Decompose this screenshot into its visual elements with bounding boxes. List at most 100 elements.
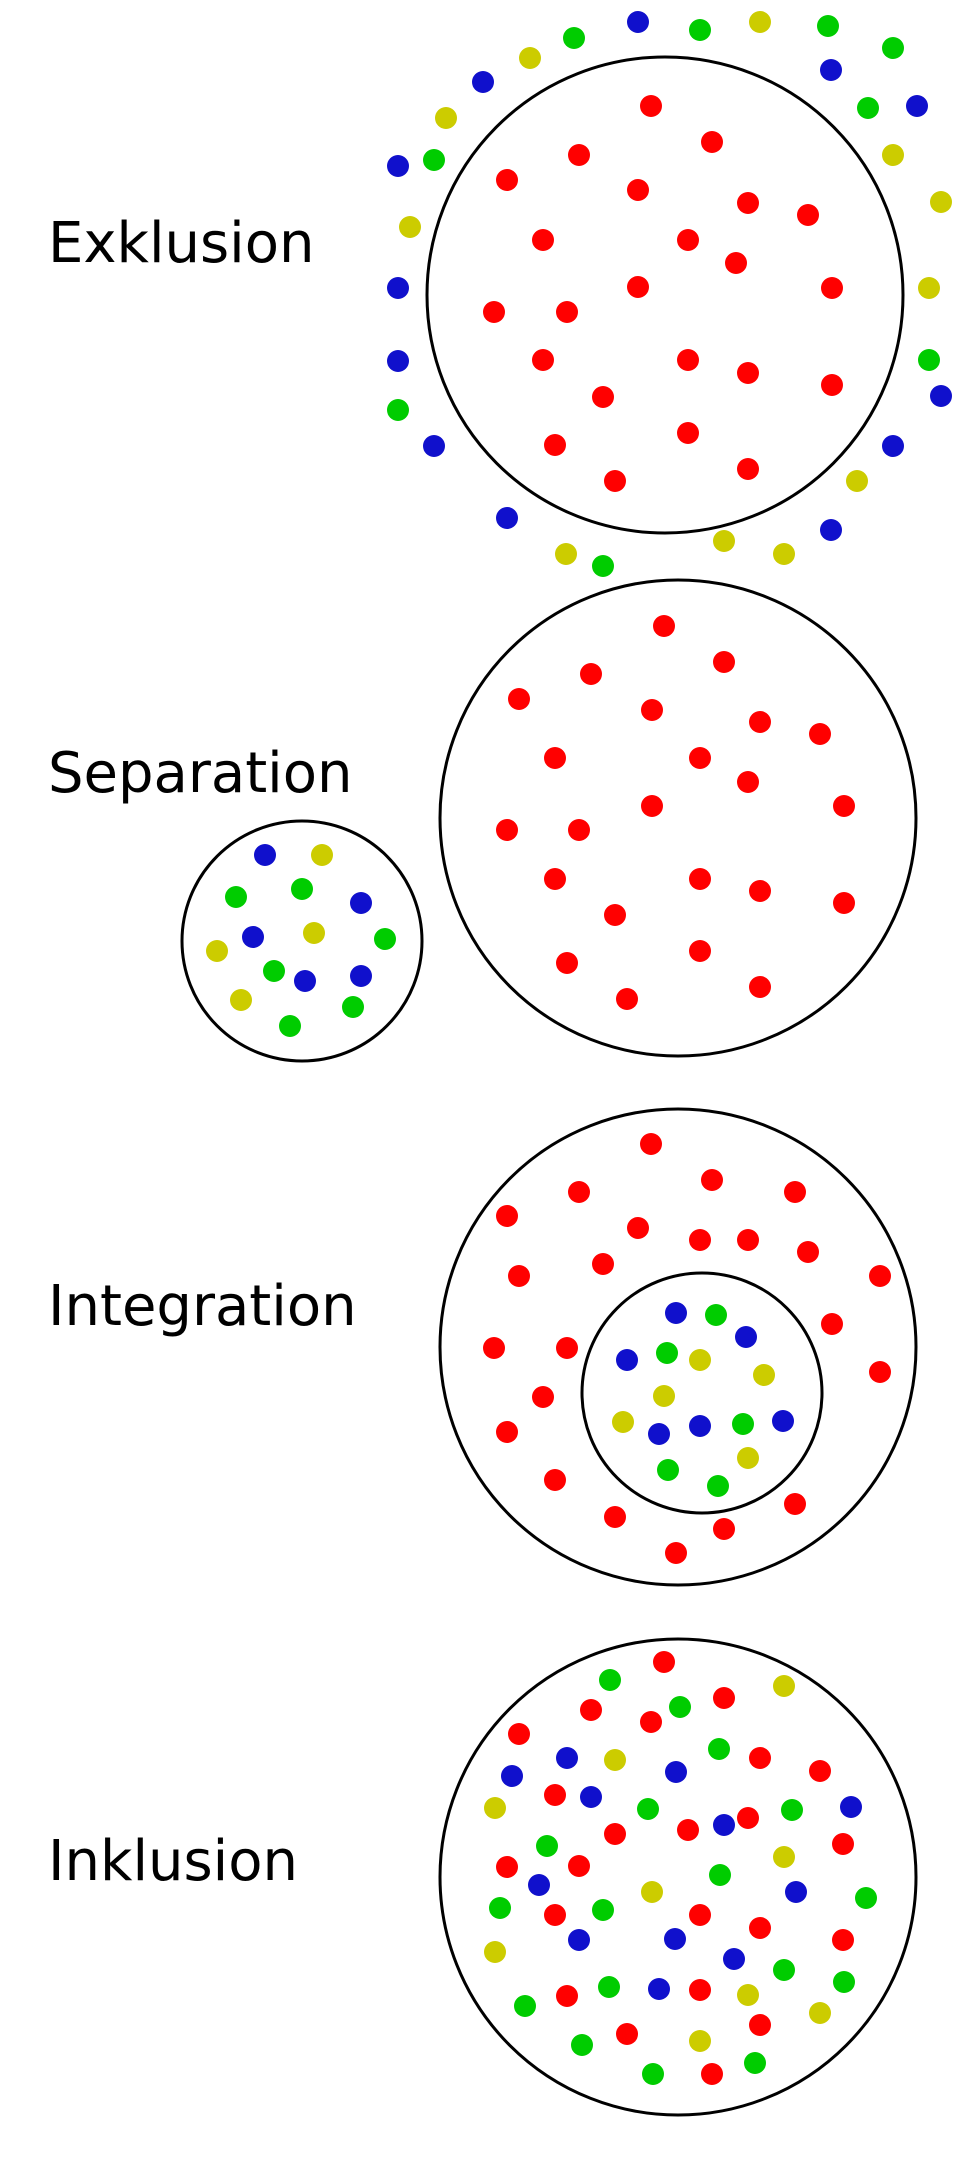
integration-dot-red-21 <box>713 1518 735 1540</box>
exklusion-dot-red-43 <box>821 277 843 299</box>
inklusion-dot-red-54 <box>749 2014 771 2036</box>
separation-dot-red-0 <box>653 615 675 637</box>
integration-dot-red-22 <box>665 1542 687 1564</box>
integration-dot-green-34 <box>732 1413 754 1435</box>
integration-dot-blue-32 <box>648 1423 670 1445</box>
exklusion-dot-red-44 <box>483 301 505 323</box>
exklusion-dot-red-34 <box>568 144 590 166</box>
inklusion-dot-blue-20 <box>840 1796 862 1818</box>
integration-inner-circle <box>580 1271 824 1515</box>
exklusion-dot-blue-27 <box>820 519 842 541</box>
integration-dot-red-7 <box>737 1229 759 1251</box>
inklusion-dot-red-21 <box>737 1807 759 1829</box>
inklusion-dot-yellow-17 <box>484 1797 506 1819</box>
integration-dots <box>483 1133 891 1564</box>
exklusion-dot-green-4 <box>882 37 904 59</box>
inklusion-dot-blue-43 <box>723 1948 745 1970</box>
exklusion-dot-red-52 <box>677 422 699 444</box>
exklusion-dot-blue-8 <box>906 95 928 117</box>
separation-dot-red-19 <box>556 952 578 974</box>
exklusion-dot-red-48 <box>737 362 759 384</box>
integration-dot-red-1 <box>701 1169 723 1191</box>
separation-dot-red-16 <box>749 880 771 902</box>
integration-dot-red-15 <box>869 1361 891 1383</box>
integration-dot-blue-35 <box>772 1410 794 1432</box>
integration-dot-green-27 <box>656 1342 678 1364</box>
separation-dot-red-17 <box>833 892 855 914</box>
inklusion-dot-red-48 <box>689 1979 711 2001</box>
label-separation: Separation <box>48 741 352 806</box>
inklusion-dot-blue-40 <box>568 1929 590 1951</box>
separation-dot-yellow-24 <box>311 844 333 866</box>
inklusion-circle <box>438 1637 918 2117</box>
integration-dot-red-9 <box>508 1265 530 1287</box>
inklusion-dot-yellow-2 <box>773 1675 795 1697</box>
exklusion-dot-yellow-15 <box>930 191 952 213</box>
panel-exklusion: Exklusion <box>48 11 952 577</box>
separation-dot-blue-28 <box>242 926 264 948</box>
separation-dot-yellow-35 <box>230 989 252 1011</box>
exklusion-dot-red-54 <box>737 458 759 480</box>
exklusion-dot-blue-17 <box>387 277 409 299</box>
separation-dot-red-9 <box>737 771 759 793</box>
integration-dot-red-19 <box>604 1506 626 1528</box>
exklusion-dot-blue-23 <box>423 435 445 457</box>
inklusion-dot-green-59 <box>642 2063 664 2085</box>
inklusion-dot-red-7 <box>508 1723 530 1745</box>
inklusion-dot-yellow-11 <box>604 1749 626 1771</box>
inklusion-dot-red-0 <box>653 1651 675 1673</box>
exklusion-dot-yellow-28 <box>555 543 577 565</box>
inklusion-dot-red-38 <box>689 1904 711 1926</box>
separation-dot-red-21 <box>616 988 638 1010</box>
exklusion-dot-yellow-2 <box>749 11 771 33</box>
inklusion-dot-green-35 <box>489 1897 511 1919</box>
inklusion-dot-red-15 <box>544 1784 566 1806</box>
inklusion-dot-blue-33 <box>785 1881 807 1903</box>
separation-dot-red-11 <box>833 795 855 817</box>
inklusion-dot-blue-22 <box>713 1814 735 1836</box>
inklusion-dot-blue-16 <box>580 1786 602 1808</box>
exklusion-dot-blue-10 <box>472 71 494 93</box>
exklusion-dot-green-12 <box>423 149 445 171</box>
exklusion-dot-red-49 <box>821 374 843 396</box>
inklusion-dot-red-42 <box>832 1929 854 1951</box>
inklusion-dot-green-8 <box>708 1738 730 1760</box>
inklusion-dot-yellow-44 <box>484 1941 506 1963</box>
label-inklusion: Inklusion <box>48 1829 298 1894</box>
exklusion-dot-red-53 <box>604 470 626 492</box>
separation-dot-yellow-31 <box>206 940 228 962</box>
integration-dot-red-12 <box>821 1313 843 1335</box>
separation-dot-red-18 <box>604 904 626 926</box>
inklusion-dot-green-58 <box>744 2052 766 2074</box>
integration-dot-green-38 <box>707 1475 729 1497</box>
separation-dot-blue-33 <box>294 970 316 992</box>
integration-dot-red-5 <box>627 1217 649 1239</box>
inklusion-dot-yellow-32 <box>641 1881 663 1903</box>
exklusion-dots <box>387 11 952 577</box>
exklusion-dot-red-42 <box>627 276 649 298</box>
integration-dot-red-16 <box>532 1386 554 1408</box>
integration-dot-red-4 <box>496 1205 518 1227</box>
inklusion-dot-green-1 <box>599 1669 621 1691</box>
exklusion-dot-red-46 <box>532 349 554 371</box>
exklusion-dot-red-45 <box>556 301 578 323</box>
inklusion-dot-blue-10 <box>556 1747 578 1769</box>
exklusion-dot-yellow-31 <box>773 543 795 565</box>
integration-dot-yellow-29 <box>753 1364 775 1386</box>
inklusion-dot-green-30 <box>709 1864 731 1886</box>
inklusion-dot-red-4 <box>580 1699 602 1721</box>
exklusion-dot-green-1 <box>689 19 711 41</box>
separation-dot-green-26 <box>291 878 313 900</box>
inklusion-dot-green-49 <box>833 1971 855 1993</box>
integration-dot-red-14 <box>556 1337 578 1359</box>
exklusion-dot-red-32 <box>640 95 662 117</box>
separation-dot-blue-34 <box>350 965 372 987</box>
inklusion-dot-blue-14 <box>501 1765 523 1787</box>
inklusion-dot-red-24 <box>604 1823 626 1845</box>
separation-dot-red-2 <box>580 663 602 685</box>
inklusion-dot-yellow-53 <box>809 2002 831 2024</box>
integration-dot-blue-23 <box>665 1302 687 1324</box>
integration-dot-red-0 <box>640 1133 662 1155</box>
separation-small-circle <box>180 819 424 1063</box>
